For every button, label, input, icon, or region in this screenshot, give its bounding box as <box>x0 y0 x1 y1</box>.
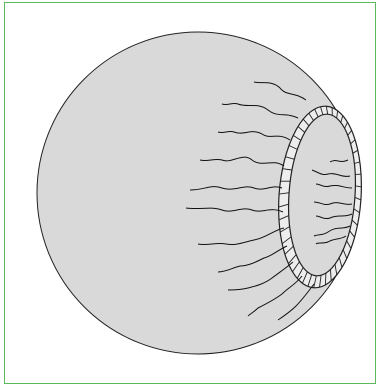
ring-segment-divider <box>325 273 326 285</box>
